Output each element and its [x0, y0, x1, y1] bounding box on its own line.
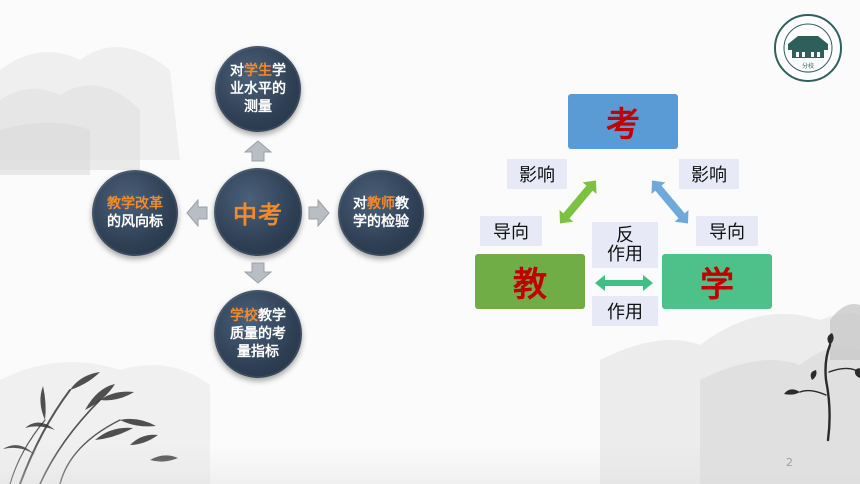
- bottom-rest: 教学质量的考量指标: [230, 308, 286, 360]
- label-action: 作用: [592, 296, 658, 326]
- circle-center-zhongkao: 中考: [214, 168, 302, 256]
- box-exam: 考: [568, 94, 678, 149]
- box-learn: 学: [662, 254, 772, 309]
- box-learn-label: 学: [700, 265, 734, 305]
- circle-reform-indicator: 教学改革的风向标: [92, 170, 178, 256]
- right-highlight: 教师: [367, 196, 395, 212]
- right-rest: 教学的检验: [353, 196, 409, 230]
- top-rest: 学业水平的测量: [230, 63, 286, 115]
- top-highlight: 学生: [244, 63, 272, 79]
- double-arrow-teach-learn-icon: [595, 275, 653, 291]
- arrow-up-icon: [244, 140, 272, 162]
- circle-teacher-test: 对教师教学的检验: [338, 170, 424, 256]
- box-exam-label: 考: [606, 105, 640, 145]
- box-teach-label: 教: [513, 265, 547, 305]
- center-label: 中考: [233, 200, 283, 229]
- label-reaction: 反 作用: [592, 222, 658, 268]
- circle-student-measure: 对学生学业水平的测量: [215, 46, 301, 132]
- label-guide-left: 导向: [480, 216, 542, 246]
- bottom-highlight: 学校: [230, 308, 258, 324]
- arrow-right-icon: [308, 199, 330, 227]
- label-guide-right: 导向: [696, 216, 758, 246]
- double-arrow-exam-learn-icon: [651, 180, 689, 224]
- page-number: 2: [786, 456, 793, 469]
- double-arrow-teach-exam-icon: [559, 180, 597, 224]
- label-influence-left: 影响: [507, 159, 567, 189]
- arrow-left-icon: [186, 199, 208, 227]
- right-prefix: 对: [353, 196, 367, 212]
- left-rest: 的风向标: [107, 214, 163, 230]
- left-highlight: 教学改革: [107, 196, 163, 212]
- arrow-down-icon: [244, 262, 272, 284]
- svg-text:分校: 分校: [802, 62, 814, 70]
- top-prefix: 对: [230, 63, 244, 79]
- school-logo: 分校: [774, 14, 842, 82]
- circle-school-quality: 学校教学质量的考量指标: [214, 290, 302, 378]
- box-teach: 教: [475, 254, 585, 309]
- label-influence-right: 影响: [679, 159, 739, 189]
